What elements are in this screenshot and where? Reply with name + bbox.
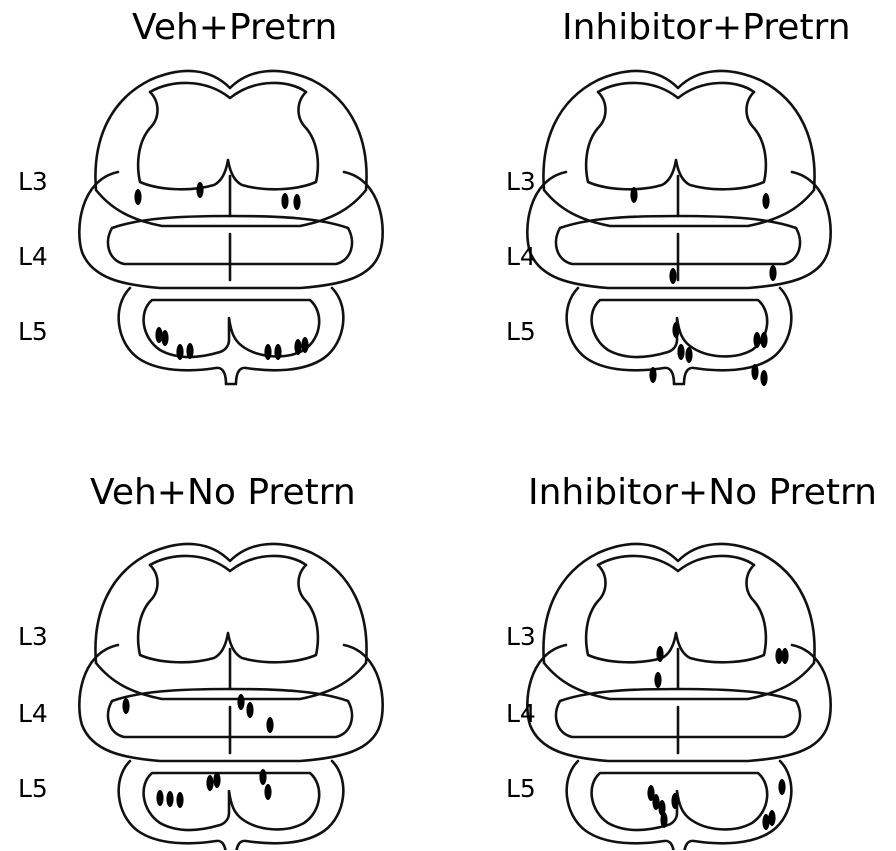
labeled-cell-l5 xyxy=(753,332,760,348)
labeled-cell-l3 xyxy=(134,189,141,205)
labeled-cell-l5 xyxy=(213,772,220,788)
labeled-cell-l3 xyxy=(293,194,300,210)
labeled-cell-l5 xyxy=(660,812,667,828)
labeled-cell-l3 xyxy=(656,646,663,662)
segment-label-l5: L5 xyxy=(18,318,48,346)
segment-label-l5: L5 xyxy=(18,775,48,803)
labeled-cell-l4 xyxy=(654,672,661,688)
labeled-cell-l4 xyxy=(266,717,273,733)
segment-label-l5: L5 xyxy=(506,775,536,803)
spinal-cord-diagram xyxy=(0,0,448,425)
segment-label-l4: L4 xyxy=(506,700,536,728)
labeled-cell-l5 xyxy=(672,322,679,338)
labeled-cell-l5 xyxy=(155,327,162,343)
segment-label-l4: L4 xyxy=(18,700,48,728)
labeled-cell-l3 xyxy=(630,187,637,203)
segment-label-l3: L3 xyxy=(18,168,48,196)
labeled-cell-l5 xyxy=(778,779,785,795)
segment-label-l3: L3 xyxy=(18,623,48,651)
labeled-cell-l5 xyxy=(751,364,758,380)
labeled-cell-l4 xyxy=(246,702,253,718)
labeled-cell-l5 xyxy=(685,347,692,363)
segment-label-l3: L3 xyxy=(506,623,536,651)
labeled-cell-l3 xyxy=(762,193,769,209)
labeled-cell-l5 xyxy=(760,332,767,348)
labeled-cell-l3 xyxy=(281,193,288,209)
segment-label-l5: L5 xyxy=(506,318,536,346)
labeled-cell-l3 xyxy=(196,182,203,198)
labeled-cell-l4 xyxy=(669,268,676,284)
labeled-cell-l5 xyxy=(294,339,301,355)
labeled-cell-l4 xyxy=(237,694,244,710)
panel-inhibitor-no-pretrn: Inhibitor+No Pretrn L3 L4 L5 xyxy=(448,425,896,850)
labeled-cell-l3 xyxy=(781,648,788,664)
panel-veh-pretrn: Veh+Pretrn L3 L4 L5 xyxy=(0,0,448,425)
spinal-cord-diagram xyxy=(448,0,896,425)
labeled-cell-l5 xyxy=(671,793,678,809)
segment-label-l4: L4 xyxy=(18,243,48,271)
labeled-cell-l5 xyxy=(649,367,656,383)
labeled-cell-l5 xyxy=(186,343,193,359)
spinal-cord-diagram xyxy=(0,425,448,850)
labeled-cell-l5 xyxy=(259,769,266,785)
labeled-cell-l5 xyxy=(166,791,173,807)
labeled-cell-l5 xyxy=(274,344,281,360)
labeled-cell-l4 xyxy=(769,265,776,281)
labeled-cell-l5 xyxy=(301,337,308,353)
labeled-cell-l5 xyxy=(161,330,168,346)
labeled-cell-l5 xyxy=(176,344,183,360)
labeled-cell-l5 xyxy=(264,784,271,800)
panel-inhibitor-pretrn: Inhibitor+Pretrn L3 L4 L5 xyxy=(448,0,896,425)
segment-label-l3: L3 xyxy=(506,168,536,196)
labeled-cell-l5 xyxy=(156,790,163,806)
labeled-cell-l5 xyxy=(206,775,213,791)
labeled-cell-l5 xyxy=(176,792,183,808)
labeled-cell-l5 xyxy=(264,344,271,360)
labeled-cell-l5 xyxy=(762,814,769,830)
panel-veh-no-pretrn: Veh+No Pretrn L3 L4 L5 xyxy=(0,425,448,850)
labeled-cell-l4 xyxy=(122,698,129,714)
labeled-cell-l5 xyxy=(677,344,684,360)
segment-label-l4: L4 xyxy=(506,243,536,271)
labeled-cell-l5 xyxy=(760,370,767,386)
